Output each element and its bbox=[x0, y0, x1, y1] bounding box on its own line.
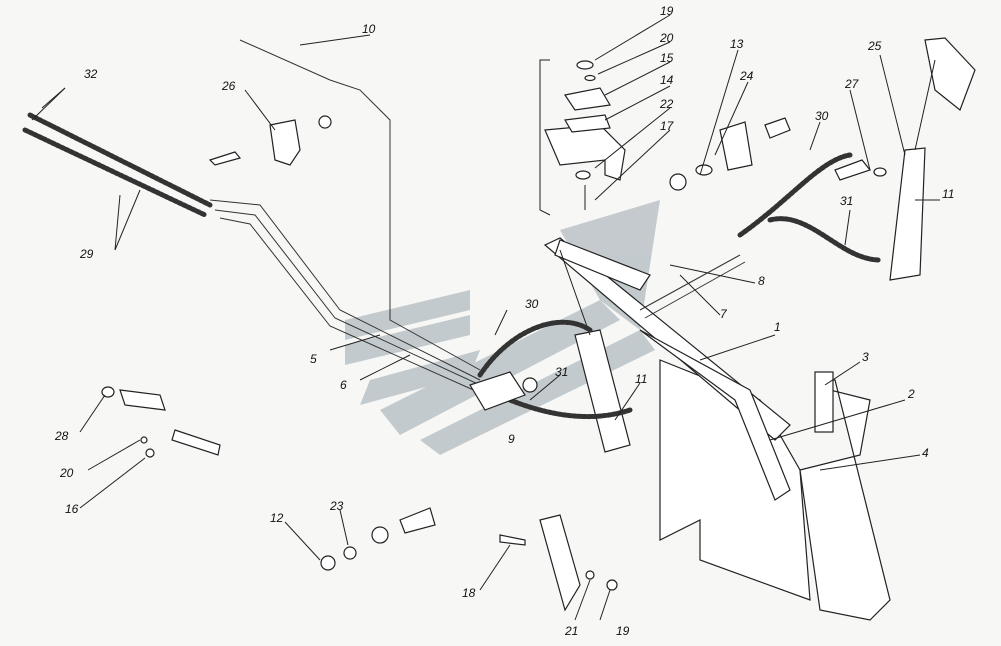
callout-label: 22 bbox=[659, 97, 674, 111]
callout-label: 18 bbox=[462, 586, 476, 600]
loose-parts bbox=[101, 115, 887, 612]
callout-label: 7 bbox=[720, 307, 728, 321]
callout-label: 19 bbox=[660, 4, 674, 18]
hoses bbox=[22, 112, 883, 420]
callout-label: 11 bbox=[635, 372, 647, 386]
leader-lines bbox=[31, 14, 940, 621]
callout-labels: 1 2 3 4 5 6 7 8 9 10 11 11 12 13 14 15 1… bbox=[54, 4, 954, 638]
callout-label: 19 bbox=[616, 624, 630, 638]
callout-label: 6 bbox=[340, 378, 347, 392]
callout-label: 14 bbox=[660, 73, 674, 87]
callout-label: 30 bbox=[815, 109, 829, 123]
callout-label: 16 bbox=[65, 502, 79, 516]
callout-label: 25 bbox=[867, 39, 882, 53]
callout-label: 8 bbox=[758, 274, 765, 288]
frame-arm bbox=[543, 237, 791, 501]
callout-label: 2 bbox=[907, 387, 915, 401]
callout-label: 20 bbox=[59, 466, 74, 480]
callout-label: 13 bbox=[730, 37, 744, 51]
bracket-group bbox=[539, 59, 626, 216]
callout-label: 1 bbox=[774, 320, 781, 334]
callout-label: 30 bbox=[525, 297, 539, 311]
callout-label: 27 bbox=[844, 77, 860, 91]
callout-label: 24 bbox=[739, 69, 754, 83]
callout-label: 28 bbox=[54, 429, 69, 443]
callout-label: 3 bbox=[862, 350, 869, 364]
callout-label: 17 bbox=[660, 119, 675, 133]
callout-label: 10 bbox=[362, 22, 376, 36]
callout-label: 26 bbox=[221, 79, 236, 93]
callout-label: 15 bbox=[660, 51, 674, 65]
callout-label: 12 bbox=[270, 511, 284, 525]
callout-label: 11 bbox=[942, 187, 954, 201]
valve-block bbox=[469, 371, 538, 411]
callout-label: 4 bbox=[922, 446, 929, 460]
side-plate bbox=[799, 371, 891, 621]
callout-label: 5 bbox=[310, 352, 317, 366]
callout-label: 31 bbox=[840, 194, 853, 208]
callout-label: 29 bbox=[79, 247, 94, 261]
callout-label: 31 bbox=[555, 365, 568, 379]
callout-label: 21 bbox=[564, 624, 578, 638]
callout-label: 32 bbox=[84, 67, 98, 81]
callout-label: 23 bbox=[329, 499, 344, 513]
callout-label: 20 bbox=[659, 31, 674, 45]
cylinder-right bbox=[889, 37, 976, 281]
callout-label: 9 bbox=[508, 432, 515, 446]
